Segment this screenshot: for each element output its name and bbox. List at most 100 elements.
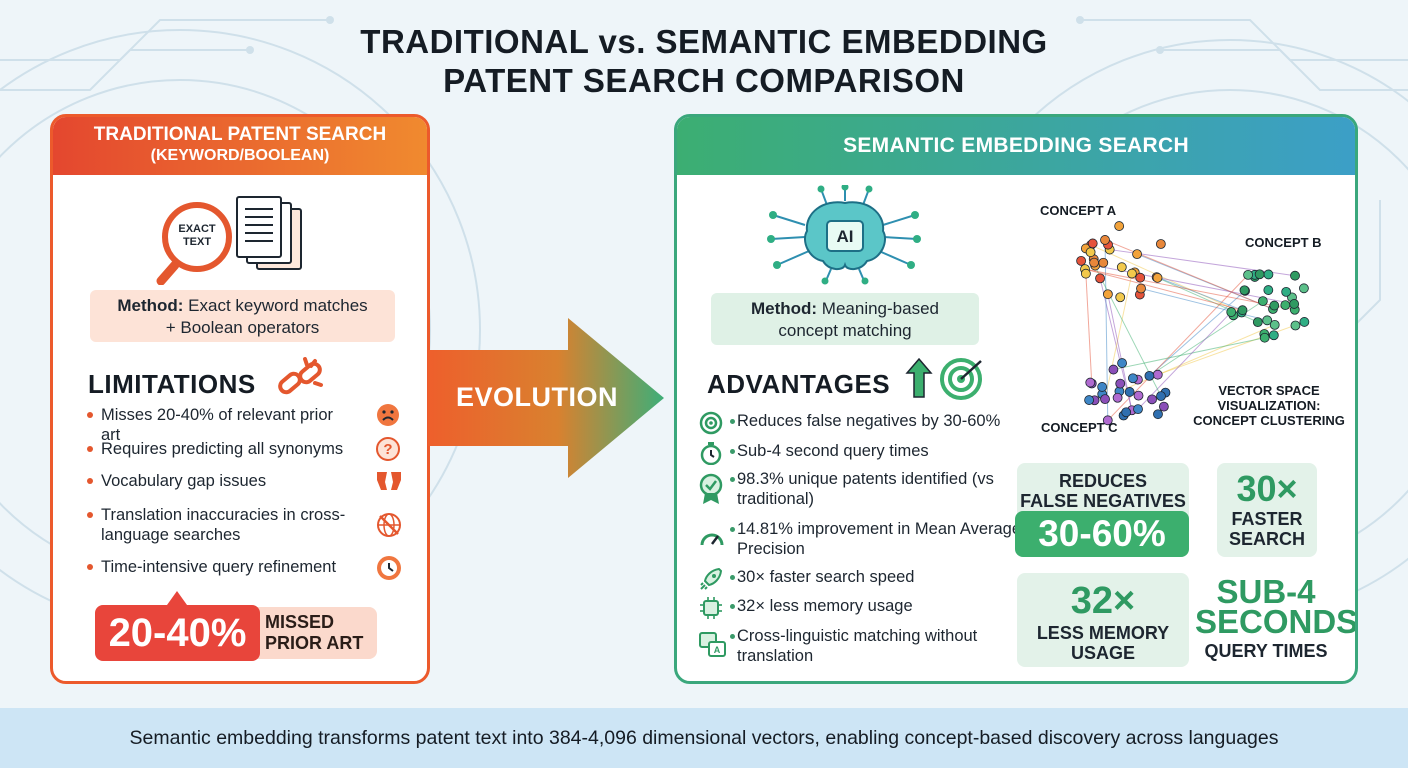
cluster-point: [1117, 358, 1127, 368]
memory-label-line-1: LESS MEMORY: [1036, 623, 1170, 643]
up-arrow-target-icon: [905, 357, 982, 400]
cluster-point: [1133, 404, 1143, 415]
cluster-point: [1115, 292, 1126, 303]
missed-label-line-2: PRIOR ART: [265, 633, 364, 653]
semantic-panel-header: SEMANTIC EMBEDDING SEARCH: [677, 117, 1355, 175]
cluster-point: [1263, 285, 1274, 295]
limitations-heading: LIMITATIONS: [88, 369, 256, 399]
traditional-search-panel: TRADITIONAL PATENT SEARCH (KEYWORD/BOOLE…: [50, 114, 430, 684]
cluster-point: [1147, 394, 1157, 405]
cluster-point: [1237, 305, 1248, 316]
cluster-point: [1257, 296, 1268, 307]
missed-prior-art-stat: MISSED PRIOR ART 20-40%: [95, 591, 377, 661]
faster-search-value: 30×: [1236, 468, 1298, 509]
semantic-search-panel: SEMANTIC EMBEDDING SEARCH AI Method: Mea…: [674, 114, 1358, 684]
missed-label-line-1: MISSED: [265, 612, 335, 632]
gap-icon: [377, 472, 401, 490]
title-line-2: PATENT SEARCH COMPARISON: [443, 62, 965, 99]
cluster-point: [1133, 390, 1144, 401]
cluster-point: [1152, 369, 1163, 380]
cluster-point: [1085, 247, 1096, 258]
cluster-point: [1290, 270, 1300, 281]
semantic-method-text-2: concept matching: [778, 321, 912, 340]
magnifier-documents-icon: [156, 196, 302, 285]
ai-brain-icon: [767, 185, 921, 285]
limitation-text: Requires predicting all synonyms: [101, 440, 344, 458]
bullet-dot: [87, 512, 93, 518]
cluster-point: [1281, 286, 1292, 297]
translate-icon: A: [699, 632, 726, 657]
cluster-point: [1100, 235, 1110, 245]
traditional-method-box: Method: Exact keyword matches + Boolean …: [90, 290, 395, 342]
cluster-point: [1299, 317, 1310, 327]
advantage-text: 30× faster search speed: [730, 567, 1027, 587]
advantage-text: Reduces false negatives by 30-60%: [730, 411, 1027, 431]
semantic-method-label: Method:: [750, 299, 818, 318]
viz-caption-line-2: VISUALIZATION:: [1217, 398, 1321, 413]
advantage-text: Sub-4 second query times: [730, 441, 1027, 461]
traditional-panel-header: TRADITIONAL PATENT SEARCH (KEYWORD/BOOLE…: [53, 117, 427, 175]
cluster-point: [1112, 392, 1123, 403]
traditional-header-title: TRADITIONAL PATENT SEARCH: [93, 124, 387, 145]
limitation-text: Vocabulary gap issues: [101, 472, 267, 490]
vector-space-caption: VECTOR SPACE VISUALIZATION: CONCEPT CLUS…: [1189, 383, 1349, 428]
cluster-point: [1158, 401, 1169, 412]
limitation-text: Translation inaccuracies in cross-langua…: [101, 506, 346, 544]
viz-caption-line-1: VECTOR SPACE: [1218, 383, 1320, 398]
cluster-link: [1084, 268, 1243, 311]
bullet-dot: [87, 412, 93, 418]
concept-a-label: CONCEPT A: [1040, 203, 1117, 218]
cluster-point: [1136, 283, 1146, 294]
cluster-point: [1152, 272, 1163, 283]
cluster-point: [1089, 257, 1099, 268]
memory-usage-value: 32×: [1070, 580, 1136, 622]
advantage-text: Cross-linguistic matching without transl…: [730, 626, 1027, 666]
query-time-value-line-2: SECONDS: [1195, 603, 1358, 640]
rocket-icon: [700, 567, 723, 590]
cluster-link: [1119, 324, 1275, 392]
traditional-method-label: Method:: [117, 296, 184, 315]
cluster-point: [1280, 300, 1291, 311]
cluster-point: [1135, 272, 1146, 283]
stopwatch-icon: [700, 442, 722, 465]
cluster-point: [1084, 395, 1094, 405]
target-icon: [699, 411, 723, 435]
query-time-label: QUERY TIMES: [1204, 641, 1328, 661]
cluster-point: [1155, 239, 1166, 249]
traditional-method-line-1: Method: Exact keyword matches: [90, 295, 395, 317]
cluster-point: [1269, 300, 1280, 311]
false-negatives-value: 30-60%: [1015, 511, 1189, 557]
title-line-1: TRADITIONAL vs. SEMANTIC EMBEDDING: [360, 23, 1048, 60]
cluster-link: [1156, 276, 1243, 311]
bullet-dot: [87, 564, 93, 570]
cluster-point: [1132, 249, 1142, 260]
limitation-text: Time-intensive query refinement: [101, 558, 337, 576]
exact-text-label: EXACT TEXT: [175, 223, 219, 249]
vector-space-cluster: [1076, 221, 1310, 426]
cluster-point: [1097, 382, 1108, 392]
cluster-link: [1104, 273, 1133, 400]
limitation-text: Misses 20-40% of relevant prior art: [101, 406, 334, 444]
missed-prior-art-value: 20-40%: [95, 605, 260, 661]
cluster-point: [1100, 394, 1110, 405]
cluster-point: [1290, 320, 1301, 331]
evolution-label: EVOLUTION: [455, 382, 618, 412]
cluster-point: [1243, 269, 1253, 280]
ai-chip-label: AI: [836, 227, 854, 246]
exact-text-line-1: EXACT: [178, 223, 216, 235]
svg-text:?: ?: [383, 441, 392, 458]
faster-label-line-2: SEARCH: [1228, 529, 1305, 549]
cluster-point: [1263, 269, 1274, 280]
cluster-link: [1085, 273, 1093, 384]
cluster-point: [1121, 407, 1132, 418]
semantic-method-line-1: Method: Meaning-based: [711, 298, 979, 320]
semantic-method-text-1: Meaning-based: [817, 299, 939, 318]
cluster-point: [1087, 238, 1098, 249]
cluster-point: [1144, 370, 1155, 381]
cluster-link: [1137, 311, 1232, 410]
advantage-text: 32× less memory usage: [730, 596, 1027, 616]
cluster-point: [1153, 409, 1163, 420]
false-negatives-stat: REDUCES FALSE NEGATIVES 30-60%: [1015, 463, 1189, 557]
cluster-point: [1127, 268, 1137, 279]
advantage-text: 98.3% unique patents identified (vs trad…: [730, 469, 1027, 509]
